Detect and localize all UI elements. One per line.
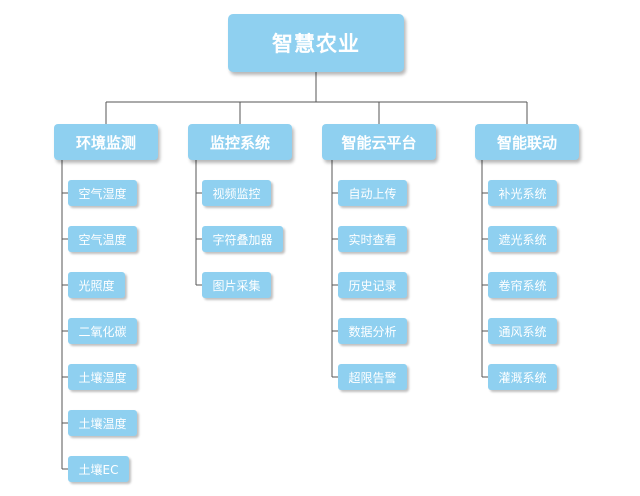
leaf-auto-upload: 自动上传 bbox=[338, 180, 407, 206]
leaf-co2: 二氧化碳 bbox=[68, 318, 137, 344]
category-environment-monitoring: 环境监测 bbox=[54, 124, 158, 160]
leaf-air-humidity: 空气湿度 bbox=[68, 180, 137, 206]
category-smart-linkage: 智能联动 bbox=[475, 124, 579, 160]
leaf-over-limit-alarm: 超限告警 bbox=[338, 364, 407, 390]
leaf-rolling-shutter: 卷帘系统 bbox=[488, 272, 557, 298]
leaf-irrigation-system: 灌溉系统 bbox=[488, 364, 557, 390]
root-node: 智慧农业 bbox=[228, 14, 404, 72]
leaf-shading-system: 遮光系统 bbox=[488, 226, 557, 252]
leaf-history-records: 历史记录 bbox=[338, 272, 407, 298]
leaf-ventilation-system: 通风系统 bbox=[488, 318, 557, 344]
leaf-image-capture: 图片采集 bbox=[202, 272, 271, 298]
leaf-realtime-view: 实时查看 bbox=[338, 226, 407, 252]
category-smart-cloud-platform: 智能云平台 bbox=[322, 124, 436, 160]
leaf-soil-temperature: 土壤温度 bbox=[68, 410, 137, 436]
leaf-air-temperature: 空气温度 bbox=[68, 226, 137, 252]
leaf-video-monitoring: 视频监控 bbox=[202, 180, 271, 206]
leaf-illuminance: 光照度 bbox=[68, 272, 125, 298]
category-monitoring-system: 监控系统 bbox=[188, 124, 292, 160]
leaf-data-analysis: 数据分析 bbox=[338, 318, 407, 344]
leaf-supplementary-light: 补光系统 bbox=[488, 180, 557, 206]
leaf-soil-ec: 土壤EC bbox=[68, 456, 129, 482]
leaf-character-overlay: 字符叠加器 bbox=[202, 226, 283, 252]
leaf-soil-humidity: 土壤湿度 bbox=[68, 364, 137, 390]
